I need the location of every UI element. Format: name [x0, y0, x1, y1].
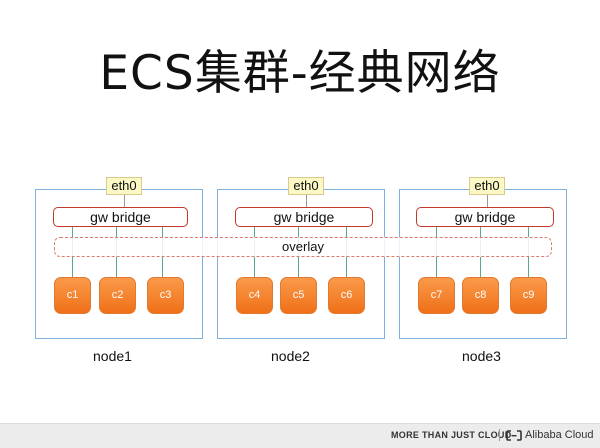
node-1-gw-bridge: gw bridge [53, 207, 188, 227]
node-2-gw-bridge: gw bridge [235, 207, 373, 227]
container-c8: c8 [462, 277, 499, 314]
container-c2: c2 [99, 277, 136, 314]
footer-brand: Alibaba Cloud [525, 429, 594, 441]
node-3-gw-bridge: gw bridge [416, 207, 554, 227]
container-c3: c3 [147, 277, 184, 314]
node-3-label: node3 [462, 348, 501, 364]
footer-slogan: MORE THAN JUST CLOUD [391, 430, 512, 440]
container-c5: c5 [280, 277, 317, 314]
node-1-eth-link [124, 195, 125, 207]
node-2-eth-link [306, 195, 307, 207]
node-1-label: node1 [93, 348, 132, 364]
container-c1: c1 [54, 277, 91, 314]
footer-separator [499, 429, 500, 441]
container-c6: c6 [328, 277, 365, 314]
node-3-eth0: eth0 [469, 177, 505, 195]
container-c9: c9 [510, 277, 547, 314]
node-2-eth0: eth0 [288, 177, 324, 195]
node-1-eth0: eth0 [106, 177, 142, 195]
container-c7: c7 [418, 277, 455, 314]
node-3-eth-link [487, 195, 488, 207]
footer-bar [0, 423, 600, 448]
container-c4: c4 [236, 277, 273, 314]
overlay-network: overlay [54, 237, 552, 257]
node-2-label: node2 [271, 348, 310, 364]
alibaba-cloud-logo-icon [506, 430, 522, 441]
page-title: ECS集群-经典网络 [99, 46, 501, 101]
